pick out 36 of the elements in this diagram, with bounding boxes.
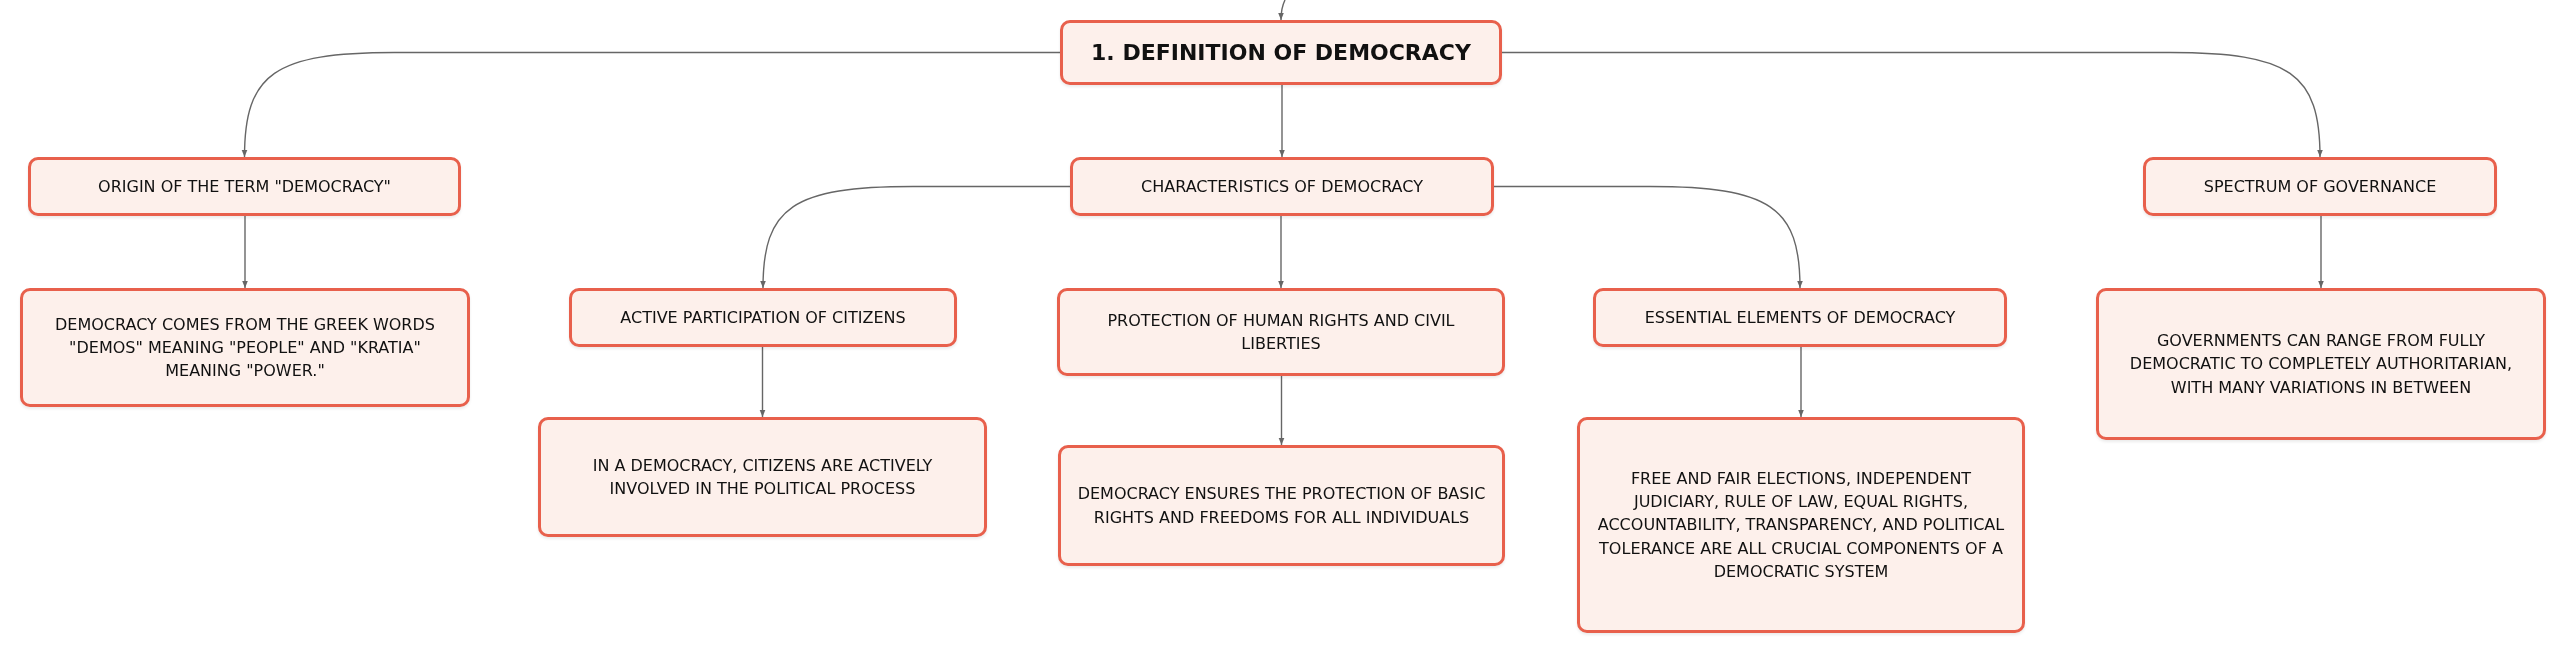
connector-line [759,346,766,418]
topic-text: FREE AND FAIR ELECTIONS, INDEPENDENT JUDICIARY, RULE OF LAW, EQUAL RIGHTS, ACCOUNTABILITY, TRANSPARENCY, AND POLITICAL TOLERANCE ARE ALL CRUCIAL COMPONENTS OF A DEMOCRATIC SYSTEM [1596,468,2006,583]
topic-box [2143,157,2497,216]
connector-line [1278,215,1284,289]
topic-box [538,417,987,537]
topic-text: ORIGIN OF THE TERM "DEMOCRACY" [98,175,391,198]
topic-box [1057,288,1505,376]
connector-line [1501,51,2323,158]
topic-box [569,288,957,347]
topic-box [1058,445,1505,566]
connector-line [1493,185,1803,289]
connector-line [1279,84,1285,158]
topic-text: PROTECTION OF HUMAN RIGHTS AND CIVIL LIBERTIES [1106,309,1456,355]
connector-line [1278,0,1286,21]
topic-text: 1. DEFINITION OF DEMOCRACY [1091,38,1471,67]
topic-box [1070,157,1494,216]
root-topic-box [1060,20,1502,85]
connector-line [242,215,248,289]
connector-line [241,51,1061,158]
topic-text: DEMOCRACY ENSURES THE PROTECTION OF BASIC RIGHTS AND FREEDOMS FOR ALL INDIVIDUALS [1076,483,1487,529]
topic-text: GOVERNMENTS CAN RANGE FROM FULLY DEMOCRATIC TO COMPLETELY AUTHORITARIAN, WITH MANY VARIATIONS IN BETWEEN [2128,330,2514,399]
topic-box [20,288,470,407]
topic-box [2096,288,2546,440]
topic-box [1577,417,2025,633]
connector-line [1278,375,1285,446]
connector-line [2318,215,2324,289]
topic-text: CHARACTERISTICS OF DEMOCRACY [1141,175,1423,198]
topic-text: IN A DEMOCRACY, CITIZENS ARE ACTIVELY INVOLVED IN THE POLITICAL PROCESS [591,454,934,500]
topic-box [28,157,461,216]
topic-box [1593,288,2007,347]
topic-text: ACTIVE PARTICIPATION OF CITIZENS [620,306,906,329]
connector-line [760,185,1071,289]
topic-text: DEMOCRACY COMES FROM THE GREEK WORDS "DEMOS" MEANING "PEOPLE" AND "KRATIA" MEANING "POWER." [54,313,436,383]
connector-line [1798,346,1804,418]
topic-text: ESSENTIAL ELEMENTS OF DEMOCRACY [1644,306,1956,329]
topic-text: SPECTRUM OF GOVERNANCE [2203,175,2437,198]
